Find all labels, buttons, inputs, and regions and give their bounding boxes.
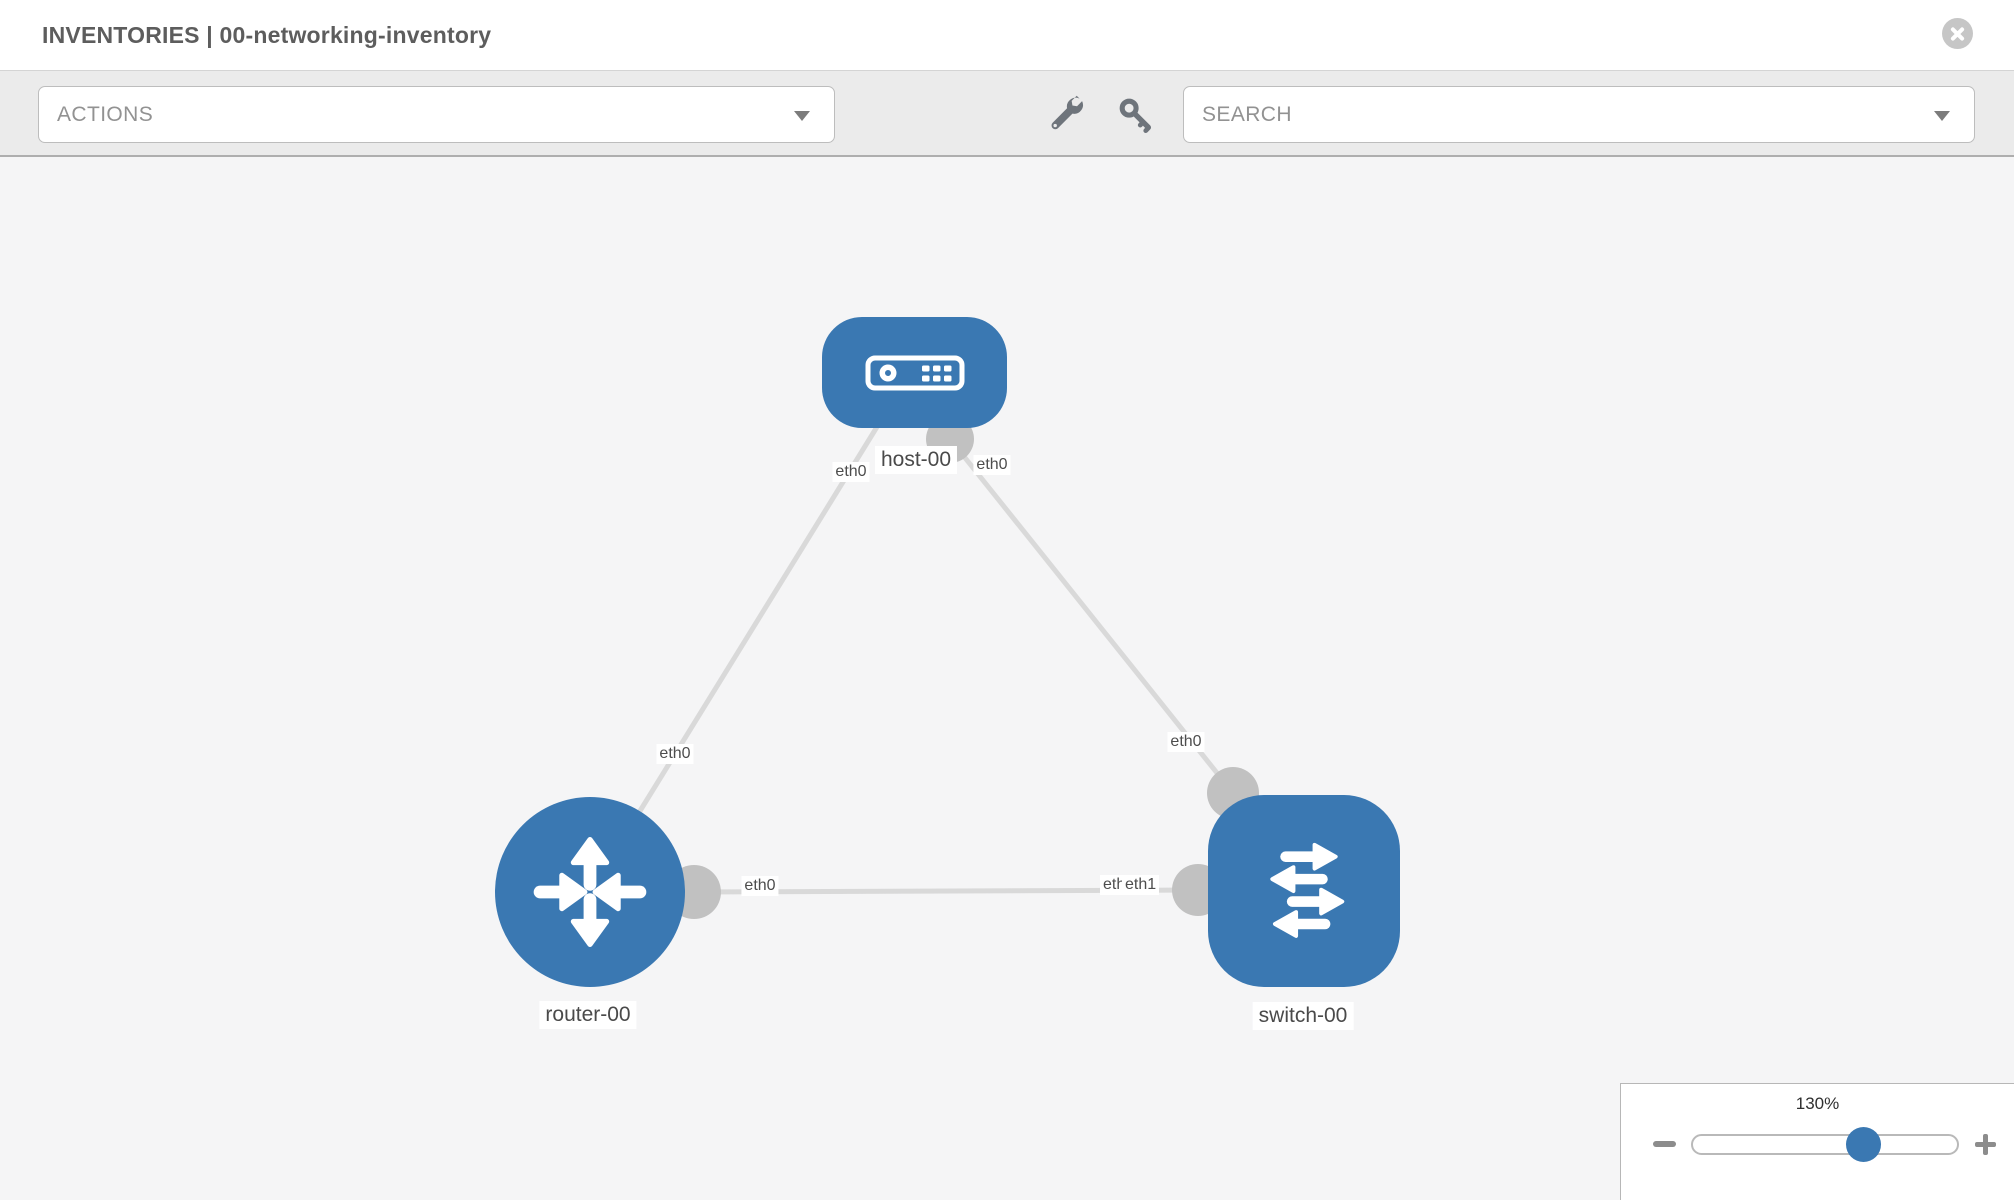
- host-icon: [865, 355, 964, 390]
- zoom-slider-track[interactable]: [1691, 1134, 1959, 1155]
- plus-bar: [1983, 1134, 1988, 1155]
- wrench-icon[interactable]: [1046, 95, 1084, 133]
- links-layer: [587, 415, 1259, 919]
- node-switch-00[interactable]: [1208, 795, 1400, 987]
- node-label-switch[interactable]: switch-00: [1252, 1002, 1354, 1030]
- close-icon[interactable]: [1942, 18, 1973, 49]
- plus-icon[interactable]: [1975, 1134, 1996, 1155]
- zoom-slider-handle[interactable]: [1846, 1127, 1881, 1162]
- chevron-down-icon: [1934, 111, 1950, 121]
- chevron-down-icon: [794, 111, 810, 121]
- node-label-host[interactable]: host-00: [874, 446, 958, 474]
- topology-canvas[interactable]: host-00 router-00 switch-00 eth0 eth0 et…: [0, 159, 2014, 1200]
- node-router-00[interactable]: [495, 797, 685, 987]
- interface-label-switch-from-router: eth1: [1122, 875, 1160, 895]
- interface-label-router-to-switch: eth0: [741, 876, 779, 896]
- interface-label-host-to-switch: eth0: [973, 455, 1011, 475]
- minus-icon[interactable]: [1653, 1141, 1676, 1147]
- zoom-level-value: 130%: [1795, 1094, 1840, 1113]
- search-dropdown-label: SEARCH: [1202, 103, 1292, 126]
- page-title: INVENTORIES | 00-networking-inventory: [42, 22, 492, 48]
- interface-label-switch-from-host: eth0: [1167, 732, 1205, 752]
- key-icon[interactable]: [1116, 95, 1154, 133]
- node-host-00[interactable]: [822, 317, 1007, 428]
- actions-dropdown-label: ACTIONS: [57, 103, 154, 126]
- interface-label-host-to-router: eth0: [832, 462, 870, 482]
- toolbar: ACTIONS SEARCH: [0, 71, 2014, 157]
- search-dropdown[interactable]: SEARCH: [1183, 86, 1975, 143]
- interface-label-router-from-host: eth0: [656, 744, 694, 764]
- node-label-router[interactable]: router-00: [539, 1001, 637, 1029]
- zoom-panel: 130%: [1620, 1083, 2014, 1200]
- actions-dropdown[interactable]: ACTIONS: [38, 86, 835, 143]
- router-icon: [533, 836, 647, 948]
- window-header: INVENTORIES | 00-networking-inventory: [0, 0, 2014, 71]
- switch-icon: [1270, 842, 1345, 938]
